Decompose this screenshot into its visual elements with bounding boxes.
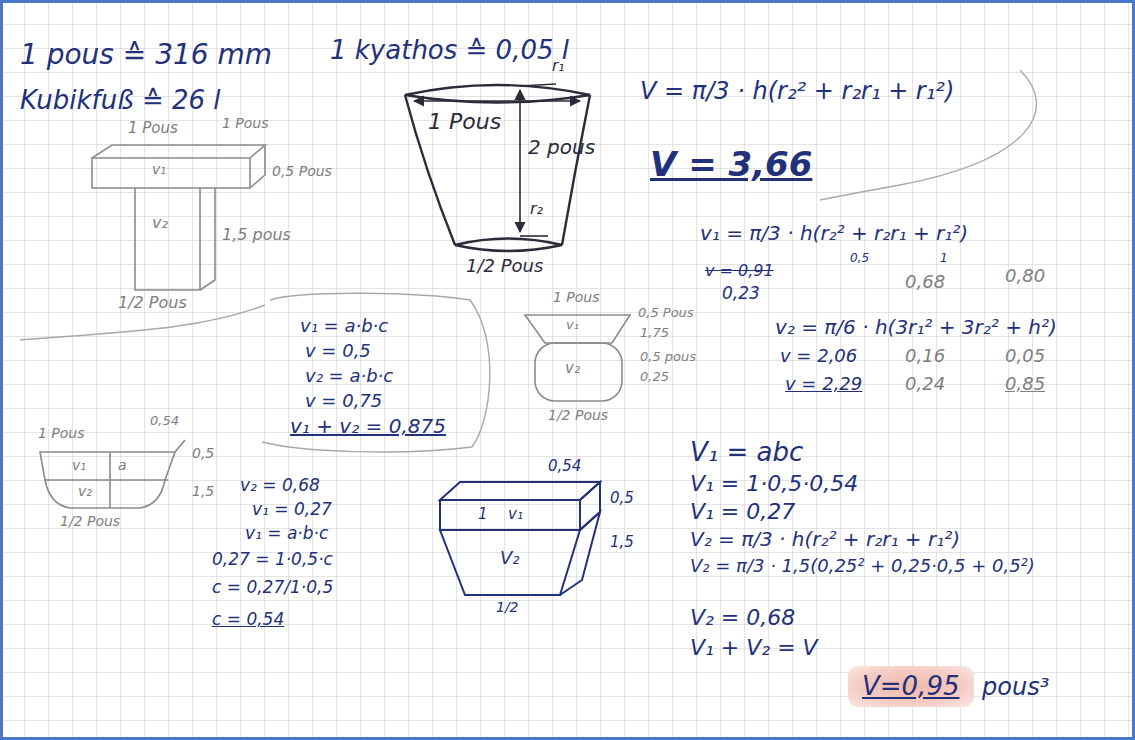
handwritten-note: pous³	[982, 674, 1049, 700]
handwritten-note: 0,68	[905, 272, 945, 292]
handwritten-note: V = 3,66	[650, 146, 812, 183]
handwritten-note: v₂ = 0,68	[240, 476, 320, 495]
barrel-sketch	[525, 315, 630, 401]
handwritten-note: 0,05	[1005, 346, 1045, 366]
handwritten-note: V₂	[500, 548, 520, 568]
handwritten-note: 1/2 Pous	[548, 408, 608, 423]
handwritten-note: a	[118, 458, 127, 473]
handwritten-note: V₁ = 0,27	[690, 500, 795, 524]
handwritten-note: 1 Pous	[553, 290, 600, 305]
handwritten-note: v₁	[72, 458, 86, 473]
handwritten-note: V₁ = abc	[690, 438, 803, 467]
prism-sketch	[440, 482, 600, 595]
handwritten-note: 0,5 pous	[640, 350, 696, 364]
highlighted-result: V=0,95	[848, 666, 974, 707]
bowl-sketch	[40, 440, 185, 508]
handwritten-note: Kubikfuß ≙ 26 l	[20, 86, 221, 115]
handwritten-note: v₁ + v₂ = 0,875	[290, 415, 446, 437]
handwritten-note: v₁	[152, 162, 166, 177]
handwritten-note: 0,27 = 1·0,5·c	[212, 550, 333, 569]
handwritten-note: v = 0,75	[305, 391, 382, 411]
handwritten-note: 1 pous ≙ 316 mm	[20, 40, 272, 71]
result-text: V=0,95	[862, 672, 960, 701]
handwritten-note: 1 kyathos ≙ 0,05 l	[330, 36, 569, 65]
handwritten-note: v₂ = π/6 · h(3r₁² + 3r₂² + h²)	[775, 316, 1057, 338]
handwritten-note: r₂	[530, 200, 543, 218]
handwritten-note: 1/2 Pous	[60, 514, 120, 529]
handwritten-note: v₁ = 0,27	[252, 500, 332, 519]
handwritten-note: 0,25	[640, 370, 669, 384]
handwritten-note: 2 pous	[528, 136, 595, 158]
handwritten-note: 0,85	[1005, 374, 1045, 394]
handwritten-note: V = π/3 · h(r₂² + r₂r₁ + r₁²)	[640, 78, 954, 104]
handwritten-note: 0,54	[150, 414, 179, 428]
handwritten-note: c = 0,27/1·0,5	[212, 578, 333, 597]
handwritten-note: v = 2,06	[780, 346, 857, 366]
handwritten-note: 1 Pous	[38, 426, 85, 441]
handwritten-note: v₂	[565, 360, 580, 377]
handwritten-note: v = 0,5	[305, 341, 371, 361]
handwritten-note: 1 Pous	[128, 120, 178, 137]
handwritten-note: v₁ = π/3 · h(r₂² + r₂r₁ + r₁²)	[700, 222, 968, 244]
handwritten-note: 0,5	[850, 252, 869, 265]
handwritten-note: c = 0,54	[212, 610, 284, 629]
handwritten-note: 1,5 pous	[222, 226, 291, 244]
dimension-arrows	[414, 84, 580, 236]
handwritten-note: 0,23	[722, 284, 760, 303]
handwritten-note: V₂ = π/3 · h(r₂² + r₂r₁ + r₁²)	[690, 528, 960, 550]
handwritten-note: 1/2 Pous	[466, 256, 543, 276]
handwritten-note: v₂	[78, 484, 92, 499]
handwritten-note: v₂ = a·b·c	[305, 366, 393, 386]
handwritten-note: 1,5	[192, 484, 214, 499]
handwritten-note: 1,5	[610, 534, 634, 551]
handwritten-note: V₂ = π/3 · 1,5(0,25² + 0,25·0,5 + 0,5²)	[690, 556, 1035, 576]
handwritten-note: 1,75	[640, 326, 669, 340]
enclosure-curve	[20, 70, 1037, 452]
handwritten-note: 1	[940, 252, 948, 265]
handwritten-note: 0,16	[905, 346, 945, 366]
handwritten-note: r₁	[552, 58, 564, 75]
handwritten-note: v₁	[508, 506, 523, 523]
handwritten-note: v = 0,91	[705, 262, 774, 280]
handwritten-note: 0,5 Pous	[272, 164, 332, 179]
handwritten-note: 1 Pous	[222, 116, 269, 131]
handwritten-note: V₁ + V₂ = V	[690, 636, 818, 660]
handwritten-note: 1/2 Pous	[118, 294, 187, 312]
handwritten-note: 0,24	[905, 374, 945, 394]
handwritten-note: 0,80	[1005, 266, 1045, 286]
handwritten-note: v₂	[152, 214, 168, 232]
handwritten-note: 1/2	[496, 600, 519, 615]
handwritten-note: V₂ = 0,68	[690, 606, 795, 630]
handwritten-note: v = 2,29	[785, 374, 862, 394]
handwritten-note: 0,5 Pous	[638, 306, 694, 320]
handwritten-note: v₁ = a·b·c	[245, 524, 328, 543]
handwritten-note: 1 Pous	[428, 110, 501, 134]
handwritten-note: 0,5	[192, 446, 214, 461]
handwritten-note: v₁ = a·b·c	[300, 316, 388, 336]
t-block-sketch	[92, 145, 265, 290]
kyathos-sketch	[405, 85, 590, 251]
handwritten-note: 1	[478, 506, 488, 523]
handwritten-note: V₁ = 1·0,5·0,54	[690, 472, 858, 496]
handwritten-note: 0,5	[610, 490, 634, 507]
handwritten-note: 0,54	[548, 458, 581, 475]
handwritten-note: v₁	[566, 318, 579, 332]
